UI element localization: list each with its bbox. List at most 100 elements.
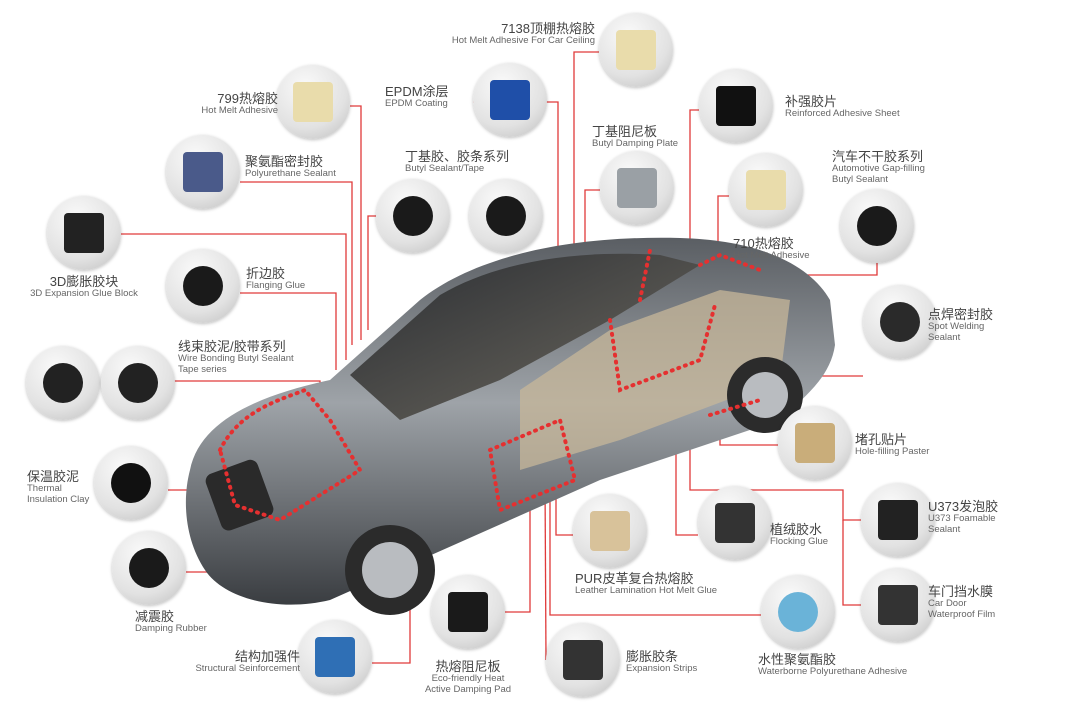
label-english: Spot Welding bbox=[928, 321, 985, 333]
label-chinese: 保温胶泥 bbox=[27, 469, 80, 484]
label-english: Hot Melt Adhesive For Car Ceiling bbox=[451, 35, 595, 47]
bucket-icon bbox=[129, 548, 169, 588]
product-image-circle bbox=[861, 483, 935, 557]
hot-melt-block-icon bbox=[616, 30, 656, 70]
hole-paster-icon bbox=[795, 423, 835, 463]
tape-roll-icon bbox=[111, 463, 151, 503]
adhesive-sheet-icon bbox=[716, 86, 756, 126]
expansion-strip-icon bbox=[563, 640, 603, 680]
product-image-circle bbox=[469, 179, 543, 253]
product-image-circle bbox=[699, 69, 773, 143]
product-image-circle bbox=[101, 346, 175, 420]
label-chinese: 丁基阻尼板 bbox=[592, 124, 658, 139]
bucket-icon bbox=[857, 206, 897, 246]
label-chinese: 折边胶 bbox=[246, 266, 286, 281]
label-chinese: 7138顶棚热熔胶 bbox=[501, 21, 595, 36]
product-image-circle bbox=[729, 153, 803, 227]
damping-pad-icon bbox=[448, 592, 488, 632]
product-image-circle bbox=[698, 486, 772, 560]
product-image-circle bbox=[276, 65, 350, 139]
label-chinese: 热熔阻尼板 bbox=[435, 659, 501, 674]
product-image-circle bbox=[761, 575, 835, 649]
label-chinese: 膨胀胶条 bbox=[626, 649, 679, 664]
label-english: Hot Melt Adhesive bbox=[201, 105, 278, 117]
label-chinese: 车门挡水膜 bbox=[928, 584, 994, 599]
label-english: Butyl Sealant bbox=[832, 173, 888, 185]
label-chinese: 补强胶片 bbox=[785, 94, 838, 109]
label-chinese: 堵孔贴片 bbox=[855, 432, 908, 447]
product-image-circle bbox=[166, 135, 240, 209]
label-english: EPDM Coating bbox=[385, 98, 448, 110]
label-chinese: 丁基胶、胶条系列 bbox=[405, 149, 510, 164]
product-image-circle bbox=[47, 196, 121, 270]
label-chinese: PUR皮革复合热熔胶 bbox=[575, 571, 694, 586]
label-english: Butyl Sealant/Tape bbox=[405, 163, 485, 175]
bucket-icon bbox=[183, 266, 223, 306]
glue-block-icon bbox=[64, 213, 104, 253]
label-english: Wire Bonding Butyl Sealant bbox=[178, 353, 294, 365]
label-english: Car Door bbox=[928, 598, 967, 610]
flocking-strip-icon bbox=[715, 503, 755, 543]
label-chinese: 结构加强件 bbox=[234, 649, 300, 664]
door-film-icon bbox=[878, 585, 918, 625]
label-english: Damping Rubber bbox=[135, 623, 207, 635]
product-image-circle bbox=[863, 285, 937, 359]
label-chinese: 减震胶 bbox=[135, 609, 175, 624]
damping-plate-icon bbox=[617, 168, 657, 208]
tape-roll-icon bbox=[118, 363, 158, 403]
label-chinese: EPDM涂层 bbox=[385, 84, 449, 99]
label-english: Structural Seinforcement bbox=[195, 663, 300, 675]
structural-part-icon bbox=[315, 637, 355, 677]
label-chinese: U373发泡胶 bbox=[928, 499, 999, 514]
label-chinese: 汽车不干胶系列 bbox=[832, 149, 924, 164]
label-chinese: 线束胶泥/胶带系列 bbox=[178, 339, 286, 354]
label-english: Polyurethane Sealant bbox=[245, 168, 336, 180]
label-english: Flocking Glue bbox=[770, 536, 829, 548]
product-image-circle bbox=[546, 623, 620, 697]
label-english: Butyl Damping Plate bbox=[592, 138, 679, 150]
label-chinese: 点焊密封胶 bbox=[928, 307, 994, 322]
label-english: Automotive Gap-filling bbox=[832, 163, 925, 175]
bucket-icon bbox=[486, 196, 526, 236]
label-english: Eco-friendly Heat bbox=[431, 673, 505, 685]
label-english: Flanging Glue bbox=[246, 280, 306, 292]
product-image-circle bbox=[600, 151, 674, 225]
label-chinese: 799热熔胶 bbox=[217, 91, 278, 106]
label-english: Waterproof Film bbox=[928, 608, 996, 620]
epdm-strip-icon bbox=[490, 80, 530, 120]
product-image-circle bbox=[94, 446, 168, 520]
label-english: Leather Lamination Hot Melt Glue bbox=[575, 585, 718, 597]
label-english: Active Damping Pad bbox=[424, 683, 512, 695]
tape-roll-icon bbox=[43, 363, 83, 403]
label-chinese: 710热熔胶 bbox=[733, 236, 794, 251]
label-chinese: 水性聚氨酯胶 bbox=[758, 652, 837, 667]
leather-icon bbox=[590, 511, 630, 551]
label-english: Sealant bbox=[928, 331, 961, 343]
product-image-circle bbox=[473, 63, 547, 137]
label-english: Insulation Clay bbox=[27, 493, 90, 505]
label-english: Thermal bbox=[27, 483, 62, 495]
bucket-icon bbox=[778, 592, 818, 632]
label-english: Sealant bbox=[928, 523, 961, 535]
label-english: U373 Foamable bbox=[928, 513, 996, 525]
